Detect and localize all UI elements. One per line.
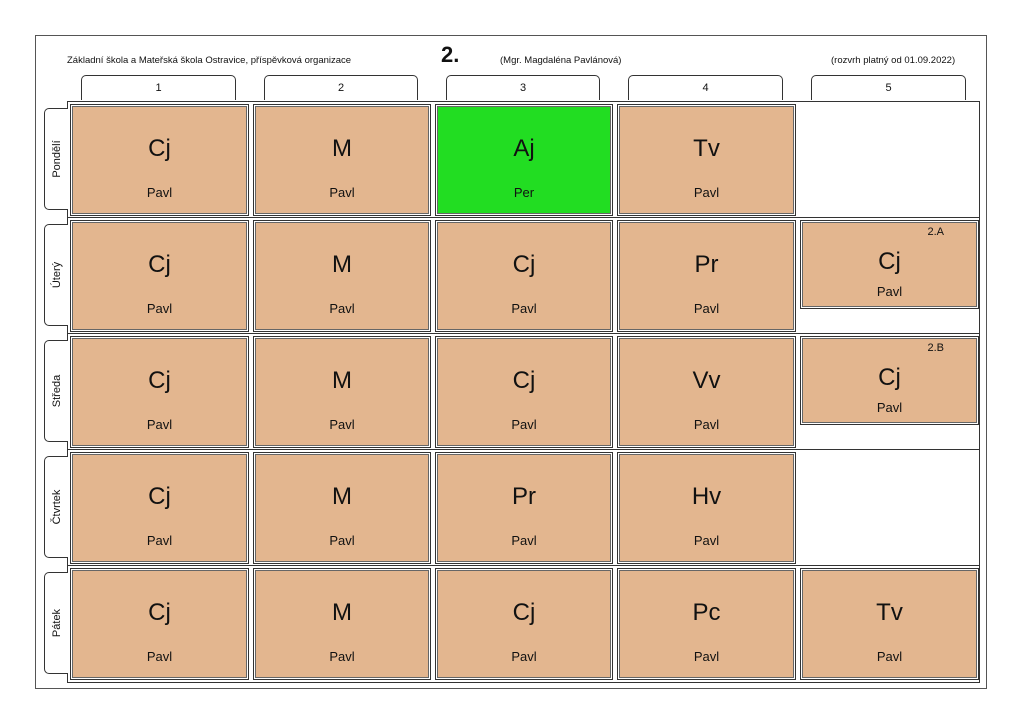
lesson-teacher: Pavl bbox=[511, 417, 537, 432]
period-header-2: 2 bbox=[264, 75, 418, 100]
lesson-teacher: Pavl bbox=[146, 649, 173, 664]
lesson-subject: Pr bbox=[694, 251, 719, 278]
lesson-teacher: Pavl bbox=[146, 533, 173, 548]
lesson-subject: Cj bbox=[512, 599, 536, 626]
lesson-subject: M bbox=[332, 599, 352, 626]
lesson-subject: Pc bbox=[692, 599, 721, 626]
lesson-group: 2.A bbox=[927, 226, 944, 238]
lesson-subject: Cj bbox=[878, 248, 901, 275]
class-title: 2. bbox=[441, 42, 460, 67]
day-header-2: Středa bbox=[44, 340, 68, 442]
school-name: Základní škola a Mateřská škola Ostravic… bbox=[67, 55, 352, 66]
lesson-subject: M bbox=[332, 135, 352, 162]
period-header-1: 1 bbox=[81, 75, 236, 100]
day-header-3: Čtvrtek bbox=[44, 456, 68, 558]
day-label: Čtvrtek bbox=[50, 489, 63, 525]
lesson-cell[interactable]: M Pavl bbox=[253, 104, 431, 216]
lesson-teacher: Pavl bbox=[693, 533, 720, 548]
lesson-subject: Cj bbox=[512, 251, 536, 278]
lesson-teacher: Pavl bbox=[511, 649, 537, 664]
lesson-subject: Cj bbox=[512, 367, 536, 394]
class-teacher: (Mgr. Magdaléna Pavlánová) bbox=[500, 55, 622, 66]
period-header-3: 3 bbox=[446, 75, 600, 100]
day-header-1: Úterý bbox=[44, 224, 68, 326]
timetable-frame bbox=[35, 35, 987, 689]
lesson-subject: Tv bbox=[876, 599, 903, 626]
lesson-cell[interactable]: M Pavl bbox=[253, 336, 431, 448]
lesson-subject: M bbox=[332, 367, 352, 394]
day-header-4: Pátek bbox=[44, 572, 68, 674]
lesson-cell[interactable]: M Pavl bbox=[253, 452, 431, 564]
row-divider bbox=[67, 333, 980, 334]
lesson-teacher: Pavl bbox=[693, 185, 720, 200]
lesson-subject: Cj bbox=[148, 251, 171, 278]
lesson-teacher: Pavl bbox=[876, 400, 903, 415]
lesson-subject: Aj bbox=[513, 135, 535, 162]
lesson-teacher: Pavl bbox=[693, 301, 720, 316]
lesson-teacher: Pavl bbox=[329, 649, 355, 664]
lesson-teacher: Pavl bbox=[146, 185, 173, 200]
lesson-subject: Cj bbox=[148, 483, 171, 510]
lesson-subject: M bbox=[332, 251, 352, 278]
day-header-0: Pondělí bbox=[44, 108, 68, 210]
row-divider bbox=[67, 217, 980, 218]
lesson-subject: Cj bbox=[148, 135, 171, 162]
day-label: Středa bbox=[50, 374, 63, 408]
lesson-teacher: Pavl bbox=[876, 284, 903, 299]
validity-date: (rozvrh platný od 01.09.2022) bbox=[831, 55, 956, 66]
row-divider bbox=[67, 565, 980, 566]
lesson-teacher: Pavl bbox=[511, 533, 537, 548]
lesson-teacher: Pavl bbox=[146, 417, 173, 432]
lesson-subject: Cj bbox=[148, 367, 171, 394]
lesson-subject: M bbox=[332, 483, 352, 510]
lesson-subject: Cj bbox=[148, 599, 171, 626]
lesson-group: 2.B bbox=[927, 342, 944, 354]
lesson-teacher: Pavl bbox=[511, 301, 537, 316]
lesson-subject: Tv bbox=[693, 135, 720, 162]
day-label: Pátek bbox=[50, 608, 63, 638]
period-header-5: 5 bbox=[811, 75, 966, 100]
lesson-teacher: Pavl bbox=[876, 649, 903, 664]
lesson-cell[interactable]: M Pavl bbox=[253, 220, 431, 332]
lesson-subject: Vv bbox=[692, 367, 721, 394]
lesson-teacher: Pavl bbox=[329, 185, 355, 200]
day-label: Úterý bbox=[50, 261, 63, 289]
lesson-teacher: Per bbox=[513, 185, 535, 200]
lesson-teacher: Pavl bbox=[329, 301, 355, 316]
lesson-teacher: Pavl bbox=[693, 417, 720, 432]
lesson-subject: Hv bbox=[691, 483, 722, 510]
lesson-subject: Pr bbox=[512, 483, 536, 510]
lesson-teacher: Pavl bbox=[329, 417, 355, 432]
period-header-4: 4 bbox=[628, 75, 783, 100]
lesson-teacher: Pavl bbox=[146, 301, 173, 316]
day-label: Pondělí bbox=[50, 140, 63, 178]
lesson-teacher: Pavl bbox=[693, 649, 720, 664]
lesson-subject: Cj bbox=[878, 364, 901, 391]
lesson-cell[interactable]: M Pavl bbox=[253, 568, 431, 680]
lesson-teacher: Pavl bbox=[329, 533, 355, 548]
row-divider bbox=[67, 449, 980, 450]
